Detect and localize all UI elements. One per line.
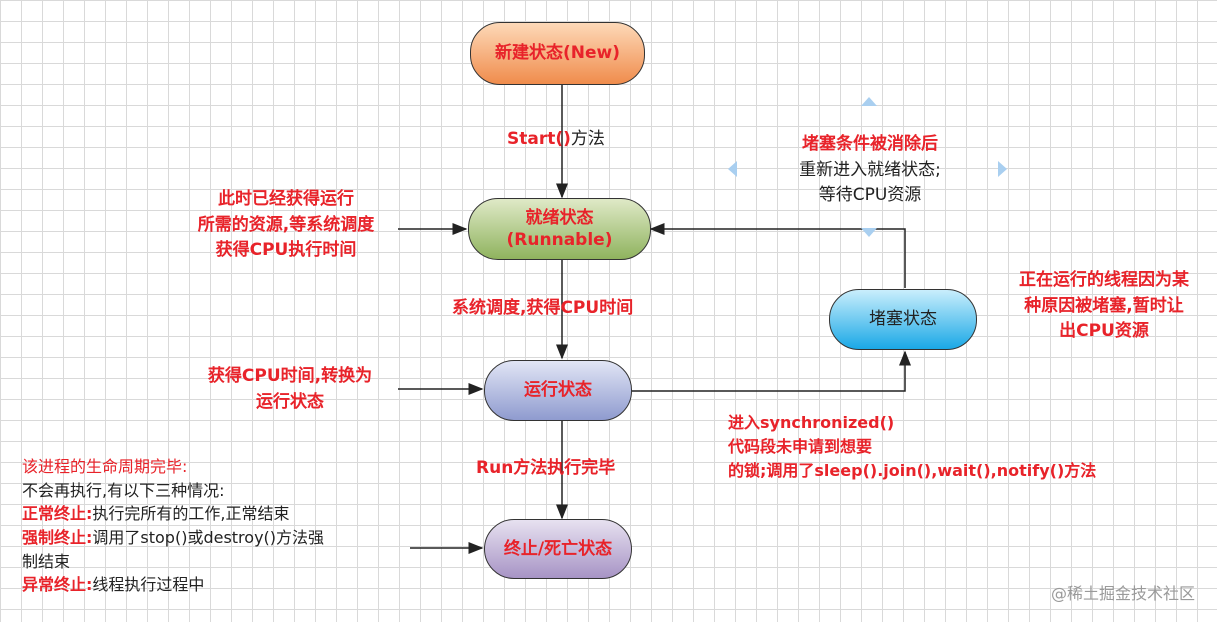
state-dead: 终止/死亡状态: [484, 519, 632, 579]
note-running: 获得CPU时间,转换为 运行状态: [207, 366, 373, 412]
edge-schedule-label: 系统调度,获得CPU时间: [452, 298, 634, 318]
watermark: @稀土掘金技术社区: [1050, 584, 1195, 603]
note-unblock: 堵塞条件被消除后 重新进入就绪状态; 等待CPU资源: [799, 134, 941, 205]
handle-right-icon: [998, 161, 1007, 177]
note-block-cause: 正在运行的线程因为某 种原因被堵塞,暂时让 出CPU资源: [1019, 270, 1189, 341]
note-ready: 此时已经获得运行 所需的资源,等系统调度 获得CPU执行时间: [197, 189, 375, 260]
note-lifecycle: 该进程的生命周期完毕: 不会再执行,有以下三种情况: 正常终止:执行完所有的工作…: [22, 457, 325, 595]
state-running: 运行状态: [484, 360, 632, 421]
state-runnable-label-2: (Runnable): [506, 230, 613, 250]
arrow-blocked-to-runnable: [649, 223, 906, 288]
state-runnable: 就绪状态 (Runnable): [468, 198, 651, 260]
state-dead-label: 终止/死亡状态: [503, 538, 613, 559]
edge-start-label: Start()方法: [507, 129, 605, 149]
handle-left-icon: [728, 161, 737, 177]
state-runnable-label-1: 就绪状态: [525, 207, 594, 228]
state-running-label: 运行状态: [524, 380, 592, 401]
handle-up-icon: [861, 97, 877, 106]
arrow-running-to-blocked: [632, 350, 911, 392]
state-new-label: 新建状态(New): [494, 43, 620, 64]
state-blocked: 堵塞状态: [829, 289, 977, 350]
edge-run-done-label: Run方法执行完毕: [476, 458, 616, 478]
state-new: 新建状态(New): [470, 22, 645, 85]
state-blocked-label: 堵塞状态: [869, 309, 937, 330]
handle-down-icon: [861, 228, 877, 237]
note-synchronized: 进入synchronized() 代码段未申请到想要 的锁;调用了sleep()…: [728, 413, 1097, 480]
